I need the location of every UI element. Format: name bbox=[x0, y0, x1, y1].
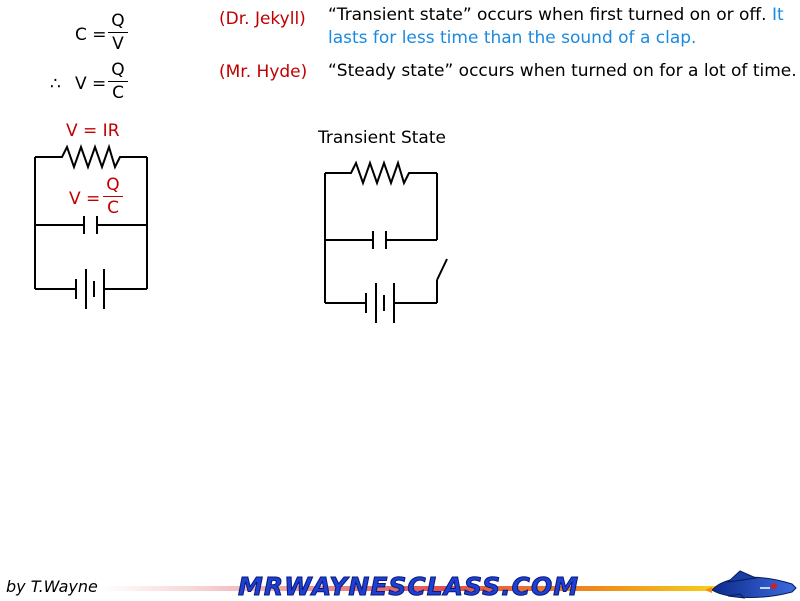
fraction-bar bbox=[108, 32, 128, 33]
jekyll-label: (Dr. Jekyll) bbox=[219, 9, 306, 29]
volt-equation-denominator: C bbox=[112, 83, 124, 103]
hyde-label: (Mr. Hyde) bbox=[219, 62, 308, 82]
capacitor-equation-fraction: Q C bbox=[103, 175, 123, 218]
therefore-symbol: ∴ bbox=[50, 74, 61, 94]
transient-note-text: “Transient state” occurs when first turn… bbox=[328, 5, 767, 25]
cap-equation-numerator: Q bbox=[111, 11, 125, 31]
fraction-bar bbox=[103, 196, 123, 197]
left-resistor bbox=[35, 143, 147, 171]
volt-equation-numerator: Q bbox=[111, 60, 125, 80]
capacitor-equation-denominator: C bbox=[107, 198, 119, 218]
cap-equation-denominator: V bbox=[112, 34, 124, 54]
fraction-bar bbox=[108, 81, 128, 82]
cap-equation-fraction: Q V bbox=[108, 11, 128, 54]
capacitor-equation-numerator: Q bbox=[106, 175, 120, 195]
volt-equation-lhs: V = bbox=[75, 74, 107, 94]
capacitor-equation-lhs: V = bbox=[69, 189, 101, 209]
cap-equation-lhs: C = bbox=[75, 25, 107, 45]
right-switch bbox=[436, 258, 448, 281]
volt-equation-fraction: Q C bbox=[108, 60, 128, 103]
author-credit: by T.Wayne bbox=[6, 577, 98, 596]
rocket-icon bbox=[705, 570, 797, 599]
transient-note-highlight-start: It bbox=[771, 5, 784, 25]
transient-note-highlight: lasts for less time than the sound of a … bbox=[328, 28, 697, 48]
steady-note: “Steady state” occurs when turned on for… bbox=[328, 61, 797, 81]
resistor-equation: V = IR bbox=[66, 121, 120, 141]
right-circuit bbox=[324, 159, 448, 323]
right-resistor bbox=[325, 159, 437, 187]
transient-note: “Transient state” occurs when first turn… bbox=[328, 4, 788, 50]
left-circuit bbox=[34, 143, 148, 309]
transient-state-title: Transient State bbox=[318, 128, 446, 148]
brand-logo-text: MRWAYNESCLASS.COM bbox=[237, 572, 580, 601]
